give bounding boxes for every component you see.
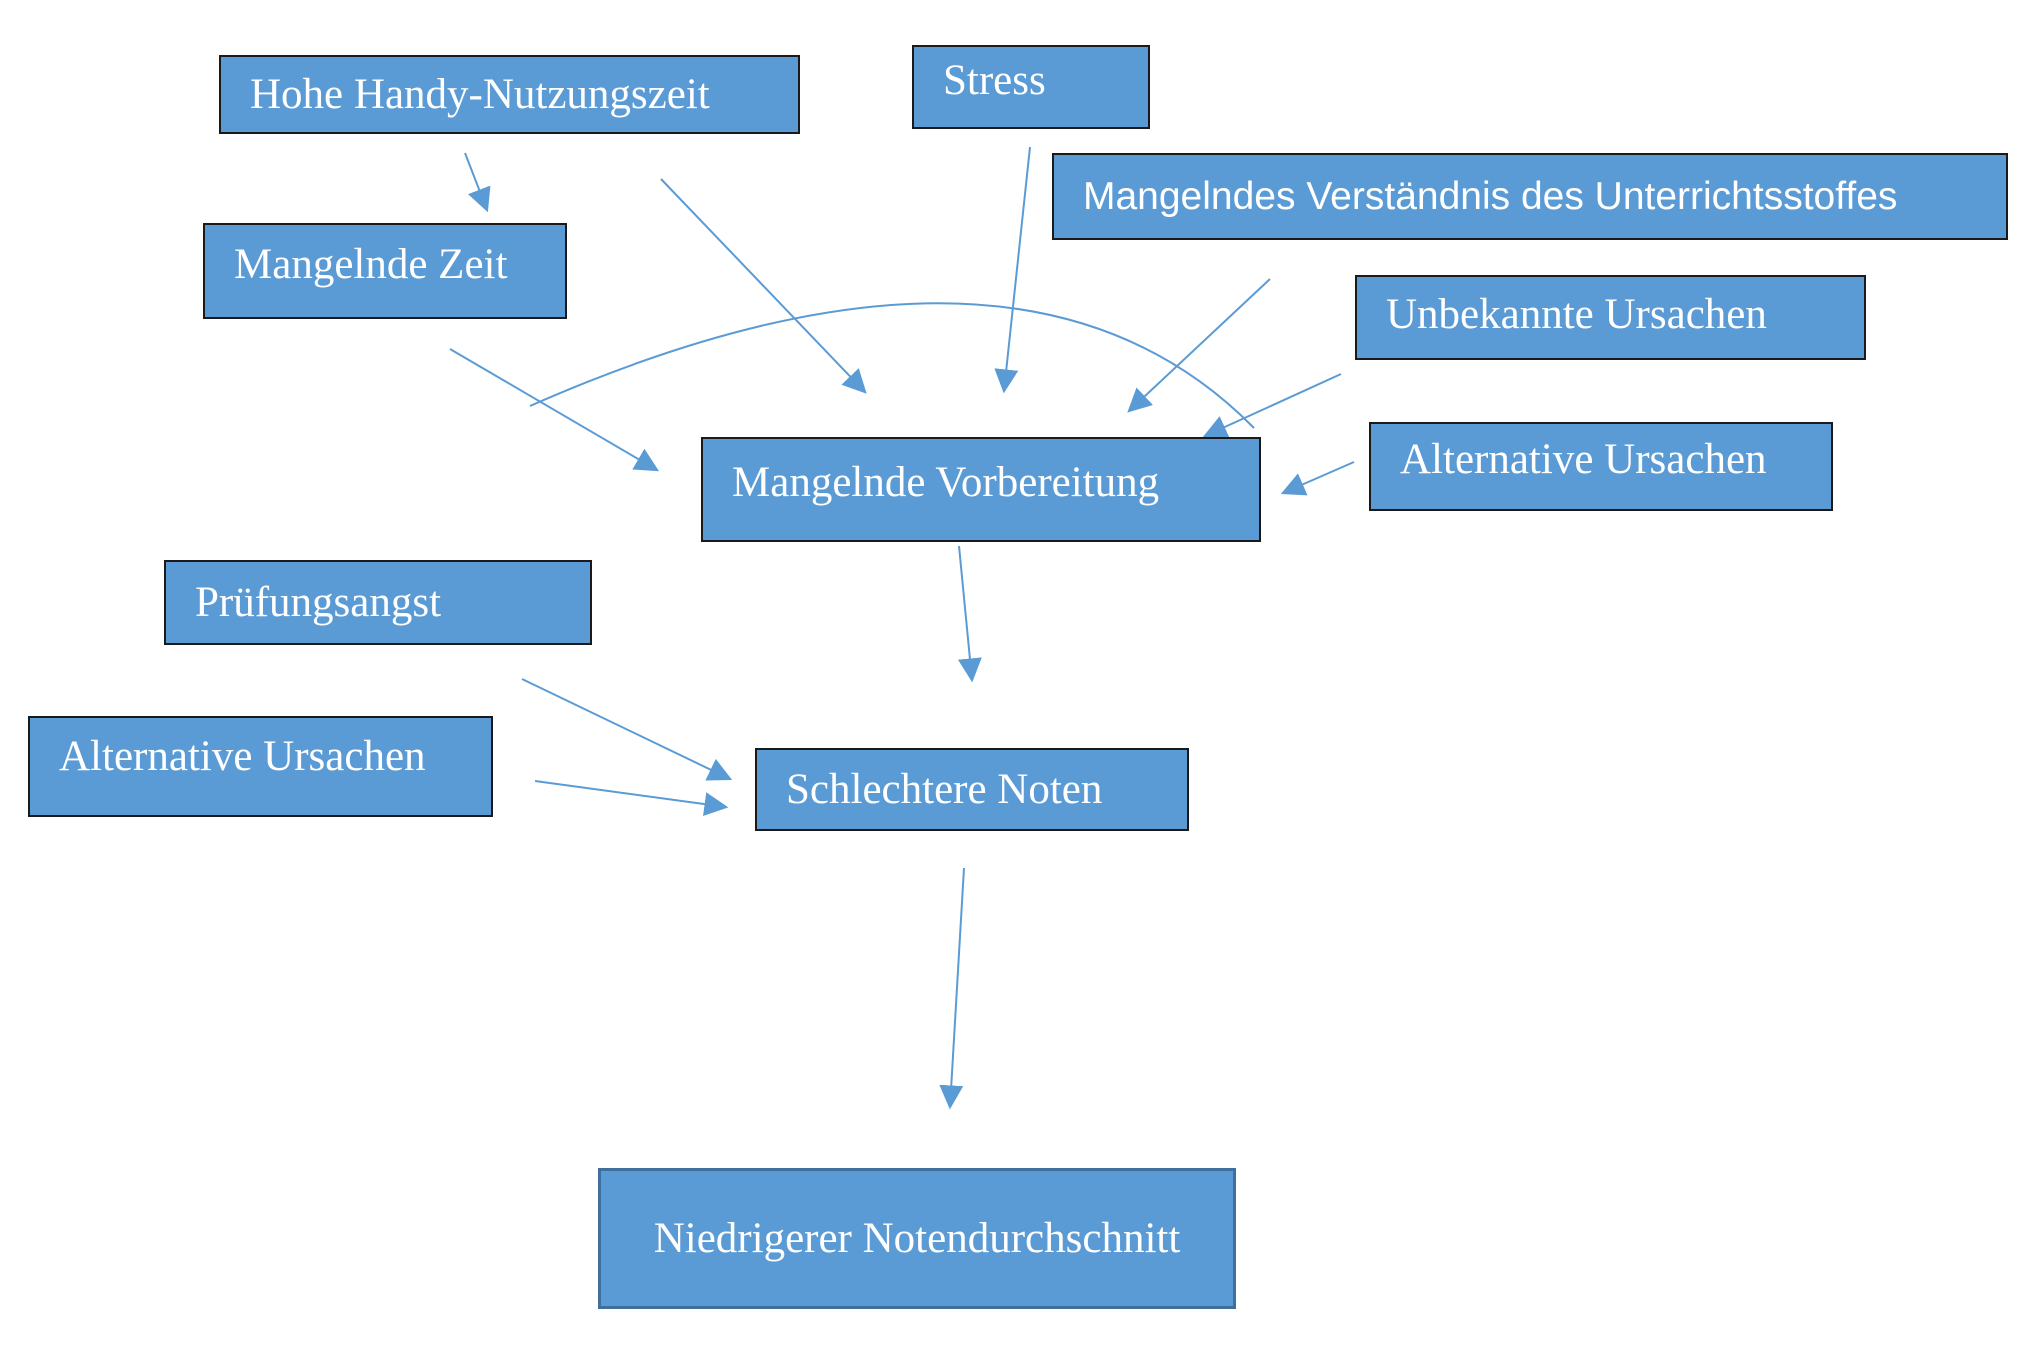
node-label: Niedrigerer Notendurchschnitt (653, 1215, 1181, 1262)
arrow-schlechter-to-niedriger (939, 867, 965, 1110)
node-pruefungsangst: Prüfungsangst (164, 560, 592, 645)
node-mangelndes-verstaendnis: Mangelndes Verständnis des Unterrichtsst… (1052, 153, 2008, 240)
node-label: Alternative Ursachen (1400, 435, 1767, 483)
node-niedrigerer-notendurchschnitt: Niedrigerer Notendurchschnitt (598, 1168, 1236, 1309)
arrow-verstaendnis-to-vorbereitung (1127, 278, 1271, 413)
node-mangelnde-zeit: Mangelnde Zeit (203, 223, 567, 319)
node-label: Mangelndes Verständnis des Unterrichtsst… (1083, 175, 1898, 218)
node-schlechtere-noten: Schlechtere Noten (755, 748, 1189, 831)
node-hohe-handy-nutzungszeit: Hohe Handy-Nutzungszeit (219, 55, 800, 134)
arrow-hohe-to-zeit (464, 152, 491, 213)
arrow-curved-to-vorbereitung (529, 302, 1255, 429)
arrow-vorbereitung-to-schlechter (957, 545, 982, 683)
node-label: Stress (943, 56, 1046, 104)
node-label: Hohe Handy-Nutzungszeit (250, 71, 710, 118)
node-alternative-ursachen-right: Alternative Ursachen (1369, 422, 1833, 511)
node-alternative-ursachen-left: Alternative Ursachen (28, 716, 493, 817)
arrow-stress-to-vorbereitung (994, 146, 1031, 394)
node-label: Schlechtere Noten (786, 766, 1103, 813)
arrow-zeit-to-vorbereitung (449, 348, 660, 472)
node-label: Prüfungsangst (195, 579, 442, 626)
arrow-alternativ1-to-vorbereitung (1280, 461, 1355, 496)
arrow-unbekannt-to-vorbereitung (1202, 373, 1342, 438)
node-label: Mangelnde Zeit (234, 240, 508, 288)
node-label: Alternative Ursachen (59, 733, 426, 780)
node-label: Unbekannte Ursachen (1386, 291, 1767, 338)
node-label: Mangelnde Vorbereitung (732, 459, 1160, 506)
node-unbekannte-ursachen: Unbekannte Ursachen (1355, 275, 1866, 360)
arrow-hohe-to-vorbereitung (660, 178, 867, 394)
arrow-pruefung-to-schlechter (521, 678, 733, 781)
node-mangelnde-vorbereitung: Mangelnde Vorbereitung (701, 437, 1261, 542)
arrow-alternativ2-to-schlechter (534, 780, 729, 816)
node-stress: Stress (912, 45, 1150, 129)
